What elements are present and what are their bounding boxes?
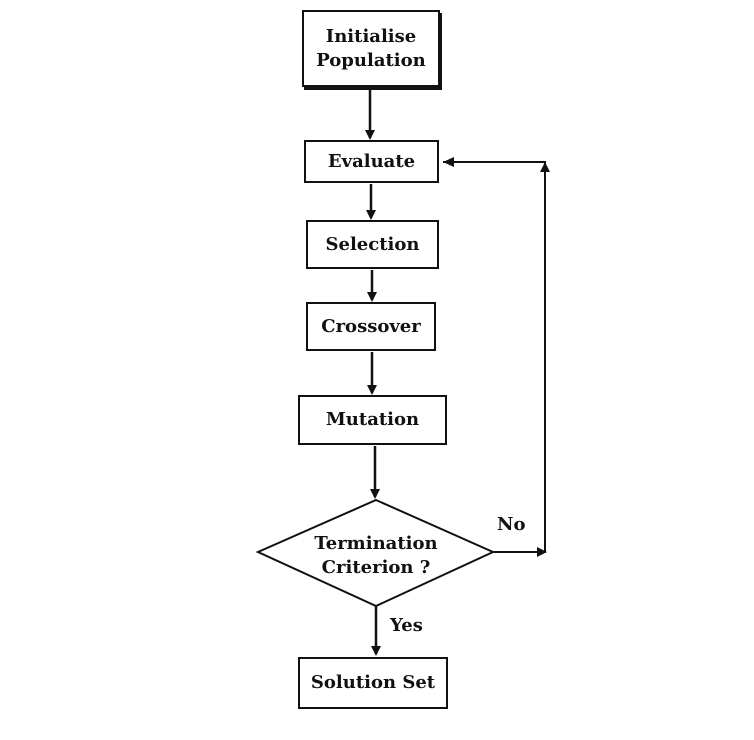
crossover-node: Crossover xyxy=(306,302,436,351)
edge-no-loop xyxy=(443,161,546,553)
selection-node: Selection xyxy=(306,220,439,269)
initialise-line2: Population xyxy=(316,49,426,71)
termination-line1: Termination xyxy=(314,533,438,554)
selection-label: Selection xyxy=(325,233,420,255)
yes-edge-label: Yes xyxy=(390,615,423,636)
solution-set-node: Solution Set xyxy=(298,657,448,709)
evaluate-label: Evaluate xyxy=(327,150,416,172)
no-loop-arrow-left xyxy=(443,157,454,167)
termination-criterion-label: Termination Criterion ? xyxy=(260,528,492,584)
mutation-node: Mutation xyxy=(298,395,447,445)
initialise-line1: Initialise xyxy=(325,25,417,47)
no-edge-label: No xyxy=(497,514,526,535)
solution-set-label: Solution Set xyxy=(310,672,436,693)
no-loop-arrow-right xyxy=(537,547,547,557)
evaluate-node: Evaluate xyxy=(304,140,439,183)
initialise-population-node: Initialise Population xyxy=(302,10,440,87)
crossover-label: Crossover xyxy=(321,315,421,337)
no-loop-arrow-up xyxy=(540,162,550,172)
termination-line2: Criterion ? xyxy=(321,557,431,578)
mutation-label: Mutation xyxy=(325,409,420,430)
